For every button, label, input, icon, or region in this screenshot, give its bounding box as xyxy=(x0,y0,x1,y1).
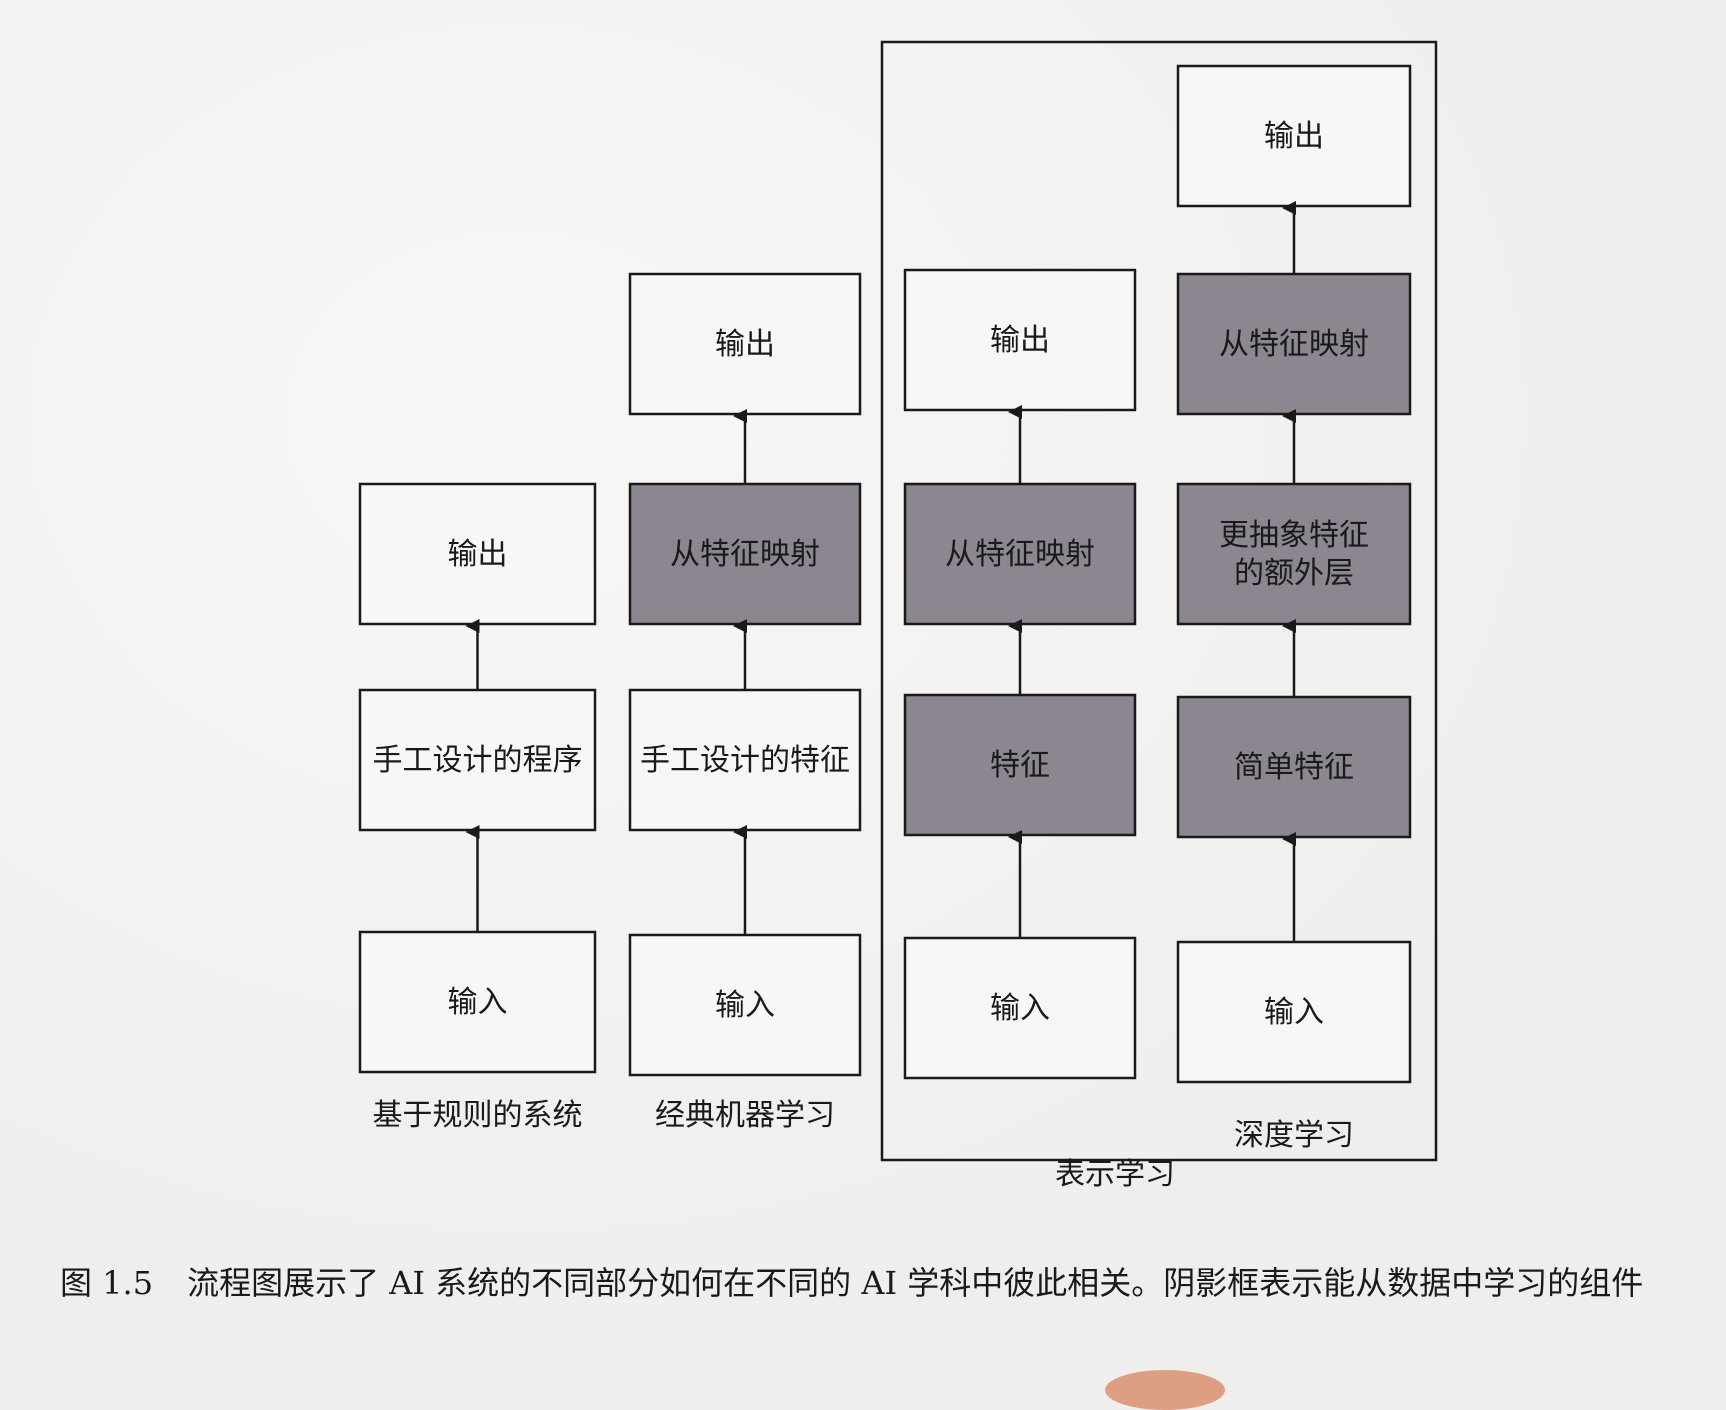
node-label-g3-n2-l1: 的额外层 xyxy=(1234,556,1354,591)
arrows-layer xyxy=(465,201,1296,942)
decorative-spot xyxy=(1105,1370,1225,1410)
node-label-g3-n0: 输出 xyxy=(1264,119,1324,154)
node-box-g1-n3 xyxy=(628,933,862,1077)
node-box-g2-n3 xyxy=(903,936,1137,1080)
node-box-g1-n1 xyxy=(628,482,862,626)
node-label-g2-n3: 输入 xyxy=(990,991,1050,1026)
node-label-g1-n2: 手工设计的特征 xyxy=(640,743,850,778)
node-box-g0-n2 xyxy=(358,930,597,1074)
node-box-g2-n1 xyxy=(903,482,1137,626)
node-label-g2-n2: 特征 xyxy=(990,748,1050,783)
figure-caption: 图 1.5 流程图展示了 AI 系统的不同部分如何在不同的 AI 学科中彼此相关。… xyxy=(60,1255,1700,1311)
node-box-g3-n2 xyxy=(1176,482,1412,626)
node-label-g3-n3: 简单特征 xyxy=(1234,750,1354,785)
node-box-g0-n0 xyxy=(358,482,597,626)
node-box-g3-n4 xyxy=(1176,940,1412,1084)
node-label-g3-n2-l0: 更抽象特征 xyxy=(1219,518,1369,553)
figure-number: 图 1.5 xyxy=(60,1264,154,1302)
node-label-g3-n4: 输入 xyxy=(1264,995,1324,1030)
group-label-0: 基于规则的系统 xyxy=(373,1098,583,1133)
node-label-g1-n1: 从特征映射 xyxy=(670,537,820,572)
group-label-3: 深度学习 xyxy=(1234,1118,1354,1153)
node-label-g1-n0: 输出 xyxy=(715,327,775,362)
node-label-g2-n0: 输出 xyxy=(990,323,1050,358)
node-label-g1-n3: 输入 xyxy=(715,988,775,1023)
node-label-g2-n1: 从特征映射 xyxy=(945,537,1095,572)
node-label-g3-n1: 从特征映射 xyxy=(1219,327,1369,362)
node-label-g0-n1: 手工设计的程序 xyxy=(373,743,583,778)
node-box-g3-n3 xyxy=(1176,695,1412,839)
flowchart-diagram: 输出手工设计的程序输入输出从特征映射手工设计的特征输入输出从特征映射特征输入输出… xyxy=(358,40,1438,1192)
node-box-g2-n2 xyxy=(903,693,1137,837)
container-label: 表示学习 xyxy=(1055,1157,1175,1192)
nodes-layer: 输出手工设计的程序输入输出从特征映射手工设计的特征输入输出从特征映射特征输入输出… xyxy=(358,64,1412,1084)
representation-learning-container xyxy=(880,40,1438,1162)
caption-text: 流程图展示了 AI 系统的不同部分如何在不同的 AI 学科中彼此相关。阴影框表示… xyxy=(187,1264,1644,1302)
node-label-g0-n2: 输入 xyxy=(448,985,508,1020)
group-label-1: 经典机器学习 xyxy=(655,1098,835,1133)
node-label-g0-n0: 输出 xyxy=(448,537,508,572)
